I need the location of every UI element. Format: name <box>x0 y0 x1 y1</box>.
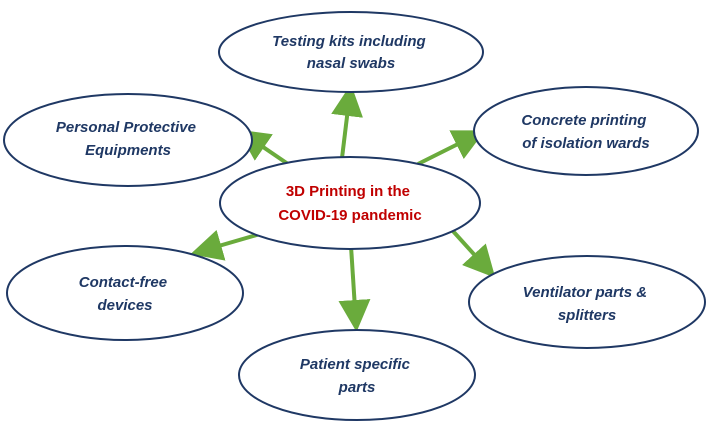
center-node-line-1: 3D Printing in the <box>286 183 410 200</box>
node-ppe-line-1: Personal Protective <box>56 119 196 136</box>
node-patient-ellipse <box>238 329 476 421</box>
center-node-line-2: COVID-19 pandemic <box>278 207 421 224</box>
node-ppe: Personal Protective Equipments <box>3 93 253 187</box>
node-patient-line-2: parts <box>338 379 376 396</box>
svg-text:Concrete printing of iso: Concrete printing of isolation wards <box>521 112 650 152</box>
node-ppe-line-2: Equipments <box>85 142 171 159</box>
node-ventilator: Ventilator parts & splitters <box>468 255 706 349</box>
node-testing-kits: Testing kits including nasal swabs <box>218 11 484 93</box>
arrows <box>190 84 496 332</box>
node-concrete-line-1: Concrete printing <box>521 112 646 129</box>
center-node-ellipse <box>219 156 481 250</box>
arrow-to-contact-free <box>190 229 261 261</box>
svg-text:Contact-free devices: Contact-free devices <box>79 274 172 314</box>
svg-text:Personal Protective Equi: Personal Protective Equipments <box>56 119 200 159</box>
node-testing-kits-line-1: Testing kits including <box>272 33 426 50</box>
svg-text:Patient specific parts: Patient specific parts <box>300 356 414 396</box>
svg-text:Ventilator parts & split: Ventilator parts & splitters <box>523 284 652 324</box>
node-contact-free-line-1: Contact-free <box>79 274 167 291</box>
node-ventilator-line-1: Ventilator parts & <box>523 284 647 301</box>
node-patient: Patient specific parts <box>238 329 476 421</box>
node-ppe-ellipse <box>3 93 253 187</box>
arrow-to-testing-kits <box>331 84 363 159</box>
node-concrete-ellipse <box>473 86 699 176</box>
node-concrete: Concrete printing of isolation wards <box>473 86 699 176</box>
center-node: 3D Printing in the COVID-19 pandemic <box>219 156 481 250</box>
arrow-to-ventilator <box>450 228 496 278</box>
node-patient-line-1: Patient specific <box>300 356 411 373</box>
node-contact-free-line-2: devices <box>97 297 152 314</box>
node-contact-free-ellipse <box>6 245 244 341</box>
node-testing-kits-ellipse <box>218 11 484 93</box>
node-testing-kits-line-2: nasal swabs <box>307 55 395 72</box>
node-ventilator-ellipse <box>468 255 706 349</box>
node-concrete-line-2: of isolation wards <box>522 135 650 152</box>
svg-text:3D Printing in the COVID: 3D Printing in the COVID-19 pandemic <box>278 183 421 224</box>
arrow-to-patient <box>338 245 371 332</box>
node-ventilator-line-2: splitters <box>558 307 616 324</box>
svg-text:Testing kits including n: Testing kits including nasal swabs <box>272 33 430 72</box>
arrow-to-concrete <box>417 130 486 166</box>
node-contact-free: Contact-free devices <box>6 245 244 341</box>
